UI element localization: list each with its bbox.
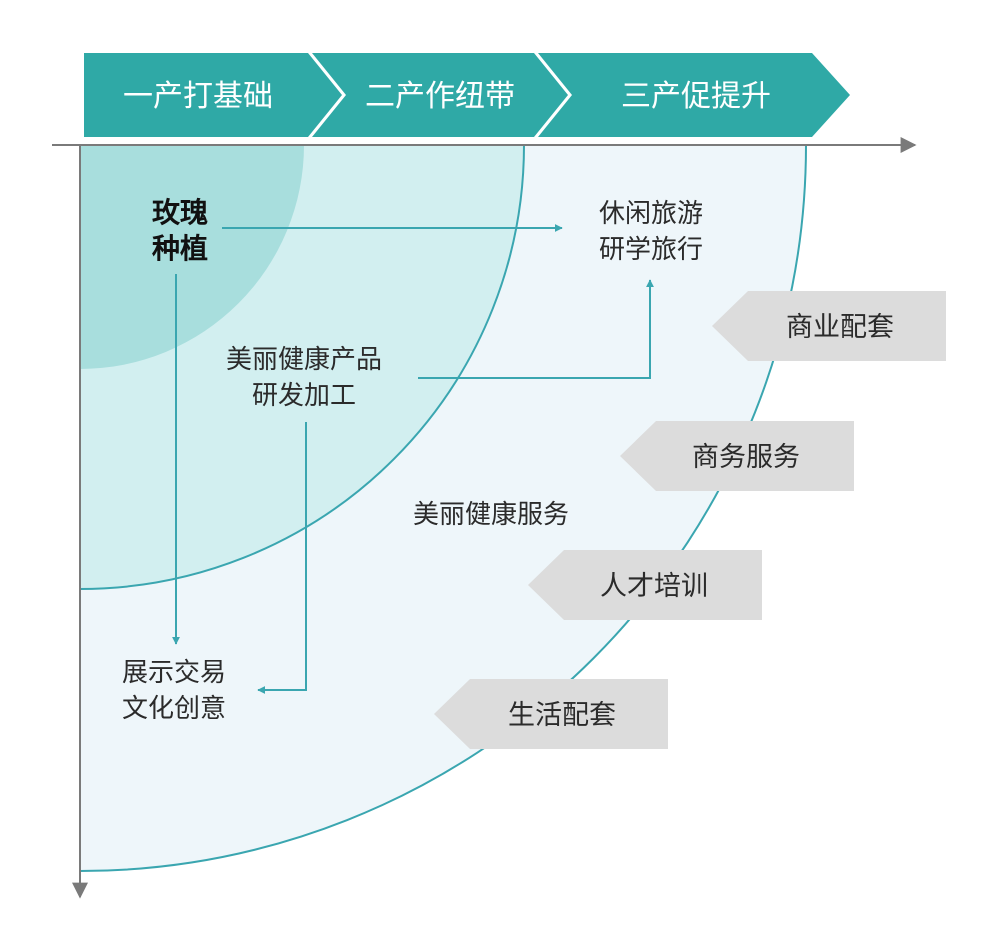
banner-stage1-label: 一产打基础 — [123, 79, 273, 114]
health-service: 美丽健康服务 — [413, 500, 569, 530]
health-product-line2: 研发加工 — [252, 381, 356, 411]
leisure-travel-line2: 研学旅行 — [599, 235, 703, 265]
health-product-line1: 美丽健康产品 — [226, 345, 382, 375]
arrow-product-to-display — [257, 422, 307, 694]
rose-planting-line1: 玫瑰 — [152, 196, 208, 229]
tag-business-label: 商务服务 — [692, 442, 800, 473]
leisure-travel-line1: 休闲旅游 — [599, 199, 703, 229]
display-trade-line1: 展示交易 — [122, 658, 226, 688]
tag-commercial — [712, 291, 946, 361]
banner-stage3-label: 三产促提升 — [621, 79, 771, 114]
arrow-product-to-leisure — [418, 279, 654, 379]
tag-business — [620, 421, 854, 491]
tag-talent-label: 人才培训 — [600, 571, 708, 602]
tag-living — [434, 679, 668, 749]
tag-talent — [528, 550, 762, 620]
rose-planting-line2: 种植 — [152, 232, 208, 265]
banner-stage3 — [538, 53, 850, 137]
banner-stage1 — [84, 53, 342, 137]
banner-stage2-label: 二产作纽带 — [365, 79, 515, 114]
banner-stage2 — [312, 53, 568, 137]
inner-circle — [80, 145, 304, 369]
tag-commercial-label: 商业配套 — [786, 312, 894, 343]
display-trade-line2: 文化创意 — [122, 694, 226, 724]
tag-living-label: 生活配套 — [508, 700, 616, 731]
